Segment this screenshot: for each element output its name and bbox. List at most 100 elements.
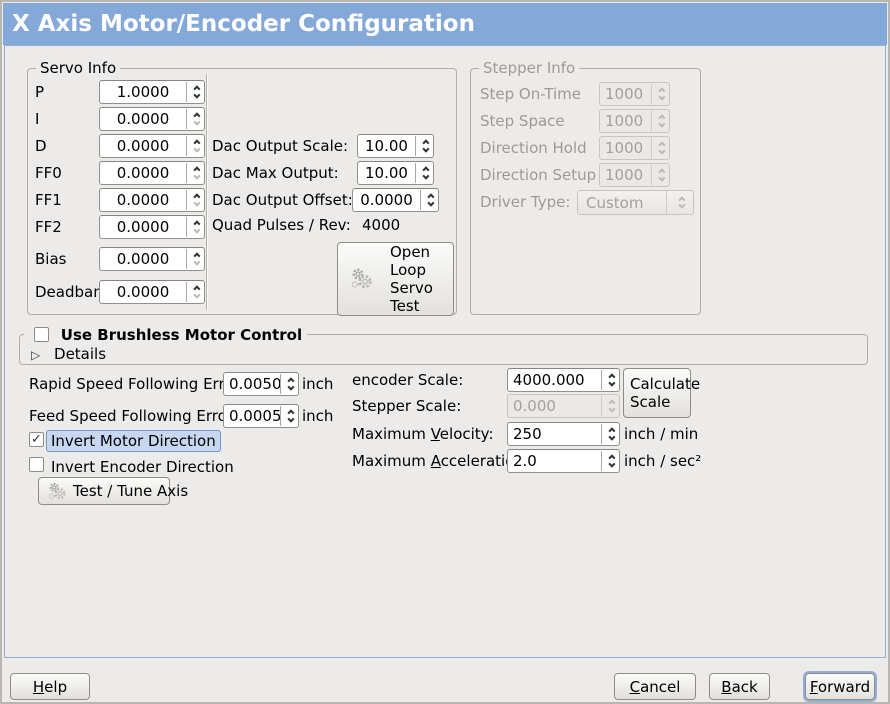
spin-down-icon[interactable] bbox=[193, 172, 201, 180]
open-loop-servo-test-button[interactable]: Open Loop Servo Test bbox=[337, 242, 454, 316]
spin-down-icon[interactable] bbox=[193, 291, 201, 299]
spin-down-icon[interactable] bbox=[193, 258, 201, 266]
spin-down-icon[interactable] bbox=[193, 199, 201, 207]
spin-down-icon[interactable] bbox=[193, 91, 201, 99]
velocity-spin-buttons[interactable] bbox=[601, 424, 619, 444]
stepper-scale-label: Stepper Scale: bbox=[352, 397, 462, 415]
dac-max-output-value: 10.00 bbox=[365, 164, 408, 182]
d-spin-buttons[interactable] bbox=[186, 136, 204, 156]
velocity-label-pre: Maximum bbox=[352, 425, 431, 443]
page-title: X Axis Motor/Encoder Configuration bbox=[3, 3, 887, 45]
spin-down-icon[interactable] bbox=[193, 226, 201, 234]
d-value: 0.0000 bbox=[116, 137, 170, 155]
deadband-spinbox[interactable]: 0.0000 bbox=[99, 280, 205, 304]
spin-down-icon[interactable] bbox=[287, 383, 295, 391]
gears-icon bbox=[351, 268, 372, 289]
rapid-following-error-label: Rapid Speed Following Error: bbox=[29, 375, 245, 393]
calculate-scale-button[interactable]: Calculate Scale bbox=[623, 368, 700, 418]
feed-spin-buttons[interactable] bbox=[280, 406, 298, 426]
spin-down-icon[interactable] bbox=[608, 379, 616, 387]
spin-down-icon[interactable] bbox=[193, 145, 201, 153]
use-brushless-checkbox[interactable] bbox=[34, 327, 49, 342]
forward-button[interactable]: Forward bbox=[803, 671, 877, 702]
feed-unit-label: inch bbox=[302, 407, 334, 425]
ff2-spin-buttons[interactable] bbox=[186, 217, 204, 237]
ff1-spinbox[interactable]: 0.0000 bbox=[99, 188, 205, 212]
i-value: 0.0000 bbox=[116, 110, 170, 128]
p-value: 1.0000 bbox=[116, 83, 170, 101]
driver-type-combobox: Custom bbox=[577, 190, 694, 215]
i-spin-buttons[interactable] bbox=[186, 109, 204, 129]
spin-down-icon[interactable] bbox=[422, 145, 430, 153]
cancel-label: ancel bbox=[640, 677, 681, 696]
back-button[interactable]: Back bbox=[709, 673, 770, 700]
test-tune-axis-button[interactable]: Test / Tune Axis bbox=[38, 477, 188, 505]
servo-row-label-p: P bbox=[35, 83, 45, 101]
servo-row-label-i: I bbox=[35, 110, 40, 128]
help-button[interactable]: Help bbox=[10, 673, 90, 700]
maximum-velocity-label: Maximum Velocity: bbox=[352, 425, 494, 443]
direction-setup-spin-buttons bbox=[651, 165, 669, 185]
rapid-spin-buttons[interactable] bbox=[280, 374, 298, 394]
step-on-time-spin-buttons bbox=[651, 84, 669, 104]
cancel-mnemonic: C bbox=[629, 677, 641, 696]
dac-max-spin-buttons[interactable] bbox=[415, 163, 433, 183]
servo-row-label-deadband: Deadband bbox=[35, 283, 113, 301]
i-spinbox[interactable]: 0.0000 bbox=[99, 107, 205, 131]
driver-type-value: Custom bbox=[586, 193, 644, 212]
p-spin-buttons[interactable] bbox=[186, 82, 204, 102]
servo-info-frame-label: Servo Info bbox=[36, 59, 121, 77]
combo-down-icon bbox=[677, 201, 685, 209]
spin-down-icon[interactable] bbox=[608, 433, 616, 441]
dac-output-offset-spinbox[interactable]: 0.0000 bbox=[352, 188, 439, 212]
bias-spin-buttons[interactable] bbox=[186, 249, 204, 269]
invert-encoder-checkbox[interactable] bbox=[29, 457, 44, 472]
cancel-button[interactable]: Cancel bbox=[614, 673, 696, 700]
dac-scale-spin-buttons[interactable] bbox=[415, 136, 433, 156]
spin-down-icon[interactable] bbox=[193, 118, 201, 126]
dac-offset-spin-buttons[interactable] bbox=[420, 190, 438, 210]
invert-motor-checkbox[interactable]: ✓ bbox=[29, 432, 44, 447]
acceleration-spin-buttons[interactable] bbox=[601, 451, 619, 471]
rapid-following-error-spinbox[interactable]: 0.0050 bbox=[223, 372, 299, 396]
expander-triangle-icon[interactable]: ▷ bbox=[31, 348, 41, 362]
ff0-spin-buttons[interactable] bbox=[186, 163, 204, 183]
ff1-spin-buttons[interactable] bbox=[186, 190, 204, 210]
spin-down-icon[interactable] bbox=[422, 172, 430, 180]
dac-max-output-spinbox[interactable]: 10.00 bbox=[357, 161, 434, 185]
velocity-label-post: elocity: bbox=[439, 425, 494, 443]
invert-motor-label[interactable]: Invert Motor Direction bbox=[46, 430, 221, 452]
spin-down-icon[interactable] bbox=[427, 199, 435, 207]
maximum-acceleration-value: 2.0 bbox=[513, 452, 537, 470]
acceleration-mnemonic: A bbox=[430, 452, 441, 470]
dac-max-output-label: Dac Max Output: bbox=[212, 164, 339, 182]
stepper-info-frame-label: Stepper Info bbox=[479, 59, 580, 77]
maximum-acceleration-spinbox[interactable]: 2.0 bbox=[507, 449, 620, 473]
direction-setup-value: 1000 bbox=[605, 166, 644, 184]
encoder-scale-spin-buttons[interactable] bbox=[601, 370, 619, 390]
step-space-spin-buttons bbox=[651, 111, 669, 131]
d-spinbox[interactable]: 0.0000 bbox=[99, 134, 205, 158]
ff0-spinbox[interactable]: 0.0000 bbox=[99, 161, 205, 185]
spin-down-icon bbox=[658, 147, 666, 155]
spin-down-icon[interactable] bbox=[287, 415, 295, 423]
spin-down-icon[interactable] bbox=[608, 460, 616, 468]
open-loop-line: Test bbox=[390, 297, 420, 315]
driver-type-label: Driver Type: bbox=[480, 193, 571, 211]
step-space-value: 1000 bbox=[605, 112, 644, 130]
feed-following-error-spinbox[interactable]: 0.0005 bbox=[223, 404, 299, 428]
bias-spinbox[interactable]: 0.0000 bbox=[99, 247, 205, 271]
quad-pulses-value: 4000 bbox=[362, 216, 401, 234]
details-expander[interactable]: ▷ Details bbox=[31, 345, 106, 363]
deadband-spin-buttons[interactable] bbox=[186, 282, 204, 302]
ff2-spinbox[interactable]: 0.0000 bbox=[99, 215, 205, 239]
rapid-following-error-value: 0.0050 bbox=[229, 375, 280, 393]
maximum-velocity-spinbox[interactable]: 250 bbox=[507, 422, 620, 446]
step-space-spinbox: 1000 bbox=[599, 109, 670, 133]
encoder-scale-spinbox[interactable]: 4000.000 bbox=[507, 368, 620, 392]
dac-output-scale-spinbox[interactable]: 10.00 bbox=[357, 134, 434, 158]
invert-encoder-label[interactable]: Invert Encoder Direction bbox=[51, 458, 234, 476]
p-spinbox[interactable]: 1.0000 bbox=[99, 80, 205, 104]
servo-row-label-ff0: FF0 bbox=[35, 164, 62, 182]
spin-down-icon bbox=[608, 405, 616, 413]
